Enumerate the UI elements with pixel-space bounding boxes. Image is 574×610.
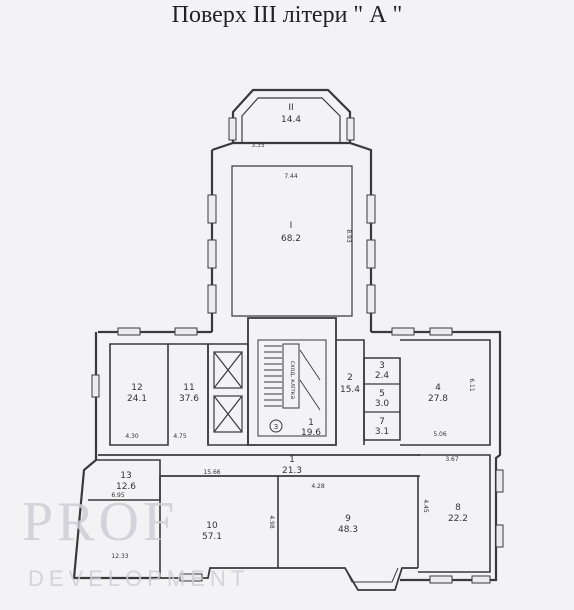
stair-treads [264, 345, 321, 411]
room-12-area: 24.1 [127, 394, 147, 404]
window [207, 194, 217, 224]
room-I-number: I [290, 221, 293, 231]
room-3-number: 3 [379, 361, 385, 371]
dimension-label: 15.66 [203, 469, 220, 476]
room-4-wall [400, 339, 491, 446]
room-7-area: 3.1 [375, 427, 389, 437]
dimension-label: 4.30 [125, 433, 139, 440]
tower-inner [231, 165, 353, 317]
wc-div1 [364, 383, 400, 413]
room-11-number: 11 [183, 383, 194, 393]
dimension-label: 5.06 [433, 431, 447, 438]
room-8-wall [418, 454, 491, 573]
dimension-label: 12.33 [111, 553, 128, 560]
plan-title: Поверх ІІІ літери " А " [171, 2, 403, 28]
window [207, 239, 217, 269]
room-4-area: 27.8 [428, 394, 448, 404]
corridor-1-number: 1 [289, 455, 295, 465]
window [391, 327, 415, 336]
window [179, 573, 203, 582]
room-12-number: 12 [131, 383, 142, 393]
dimension-label: 3.67 [445, 456, 459, 463]
room-II-number: II [288, 103, 293, 113]
stair-marker-circle [269, 419, 283, 433]
dimension-label: 7.44 [284, 173, 298, 180]
watermark-logo: PROF [22, 491, 179, 553]
elevator-shaft [213, 351, 243, 389]
stair-inner [257, 339, 327, 437]
bottom-bay [160, 567, 418, 591]
window [207, 284, 217, 314]
bottom-bay-inner [344, 567, 399, 583]
room-11-area: 37.6 [179, 394, 199, 404]
dimension-label: 4.98 [268, 515, 275, 529]
elevator-shaft [213, 395, 243, 433]
tower-bay-inner [241, 97, 341, 143]
window [495, 524, 504, 548]
room-9-area: 48.3 [338, 525, 358, 535]
dimension-label: 6.95 [111, 492, 125, 499]
room-9-number: 9 [345, 514, 351, 524]
room-2-number: 2 [347, 373, 353, 383]
wc-block [363, 357, 401, 441]
window [228, 117, 237, 141]
room-5-number: 5 [379, 389, 385, 399]
dimension-label: 4.28 [311, 483, 325, 490]
elevator-cross [213, 395, 243, 433]
room-10-area: 57.1 [202, 532, 222, 542]
corridor-1-area: 21.3 [282, 466, 302, 476]
dimension-label: 6.11 [468, 378, 475, 392]
window [429, 575, 453, 584]
room-9-wall [278, 475, 419, 568]
window [366, 239, 376, 269]
room-12-wall [109, 343, 169, 446]
stair-core [282, 343, 300, 409]
window [91, 374, 100, 398]
window [117, 327, 141, 336]
room-7-number: 7 [379, 417, 385, 427]
room-4-number: 4 [435, 383, 441, 393]
dimension-label: 8.93 [345, 229, 352, 243]
watermark-subtitle: DEVELOPMENT [28, 566, 250, 591]
room-8-number: 8 [455, 503, 461, 513]
stair-box [247, 317, 337, 446]
window [495, 469, 504, 493]
room-II-area: 14.4 [281, 115, 301, 125]
tower-bay-wall [231, 88, 352, 143]
window [471, 575, 491, 584]
room-1-number: 1 [308, 418, 314, 428]
room-13-number: 13 [120, 471, 131, 481]
stair-marker: 3 [274, 423, 278, 431]
room-2-area: 15.4 [340, 385, 360, 395]
window [429, 327, 453, 336]
window [174, 327, 198, 336]
room-I-area: 68.2 [281, 234, 301, 244]
dimension-label: 3.35 [251, 142, 265, 149]
room-3-area: 2.4 [375, 371, 390, 381]
elevator-cross [213, 351, 243, 389]
room-1-area: 19.6 [301, 428, 321, 438]
room-10-number: 10 [206, 521, 218, 531]
room-13-area: 12.6 [116, 482, 136, 492]
window [366, 284, 376, 314]
window [346, 117, 355, 141]
room-5-area: 3.0 [375, 399, 390, 409]
dimension-label: 4.75 [173, 433, 187, 440]
stair-label: сход. клітка [289, 361, 296, 400]
window [366, 194, 376, 224]
room-8-area: 22.2 [448, 514, 468, 524]
dimension-label: 4.45 [422, 499, 429, 513]
